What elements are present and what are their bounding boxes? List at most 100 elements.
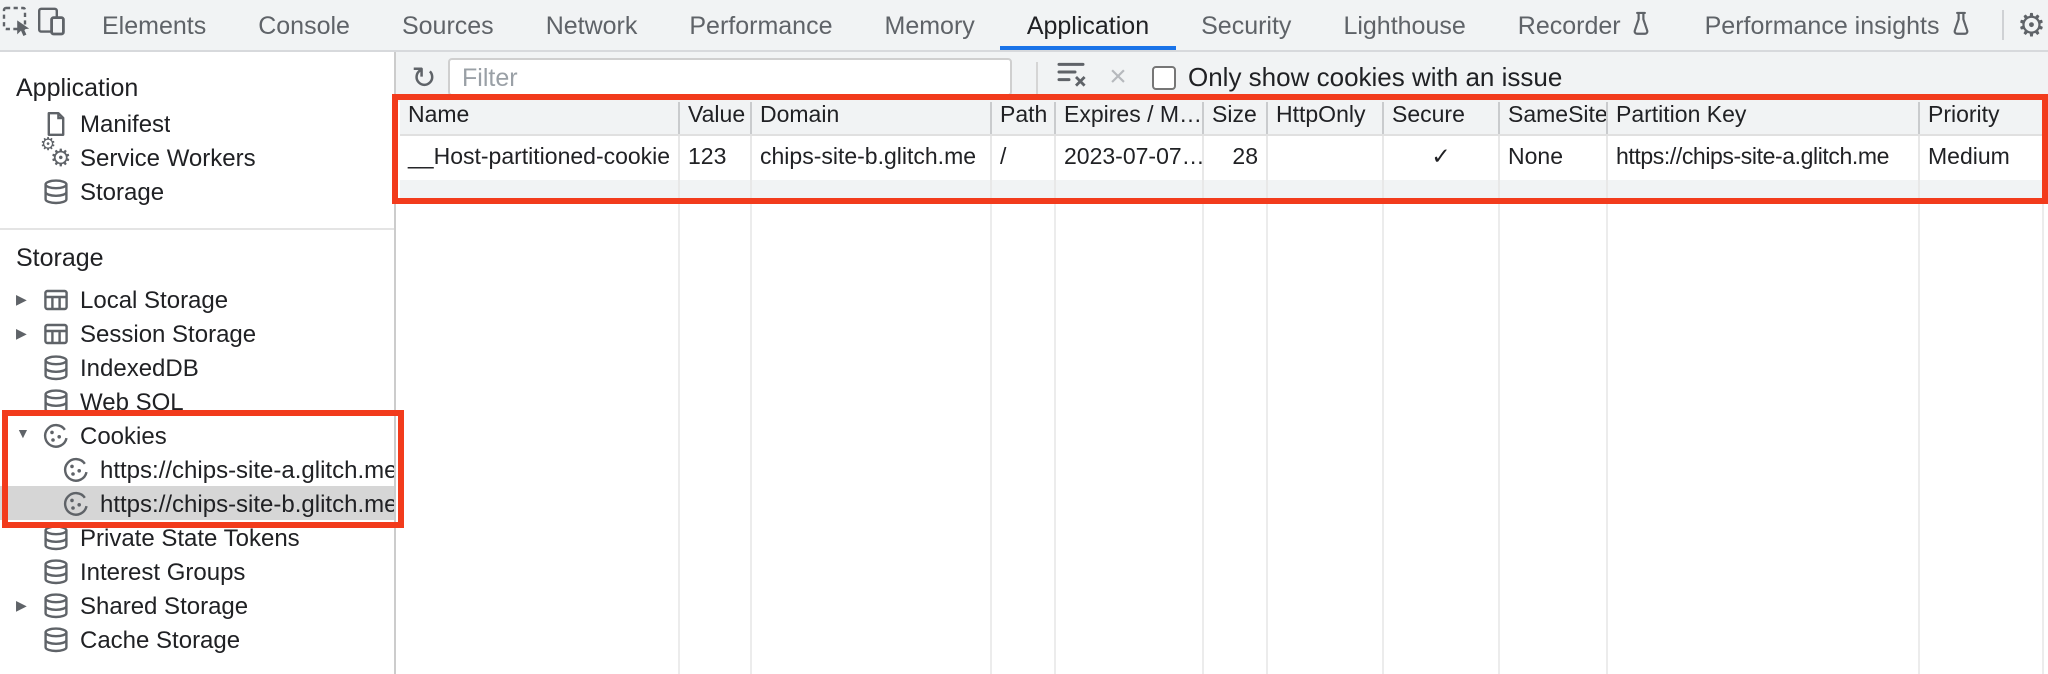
clear-filter-icon bbox=[1056, 57, 1088, 97]
tab-lighthouse[interactable]: Lighthouse bbox=[1317, 0, 1491, 50]
cell-value[interactable]: 123 bbox=[680, 136, 752, 180]
tab-elements[interactable]: Elements bbox=[76, 0, 232, 50]
sidebar-item-local-storage[interactable]: ▶ Local Storage bbox=[0, 282, 394, 316]
column-header-name[interactable]: Name bbox=[400, 102, 680, 134]
cell-secure-checkmark[interactable]: ✓ bbox=[1384, 136, 1500, 180]
empty-column bbox=[1500, 198, 1608, 674]
tab-recorder[interactable]: Recorder bbox=[1492, 0, 1679, 50]
empty-column bbox=[1608, 198, 1920, 674]
column-header-samesite[interactable]: SameSite bbox=[1500, 102, 1608, 134]
tab-memory[interactable]: Memory bbox=[859, 0, 1001, 50]
column-header-priority[interactable]: Priority bbox=[1920, 102, 2044, 134]
empty-column bbox=[1920, 198, 2044, 674]
inspect-cursor-icon bbox=[0, 3, 34, 47]
chevron-collapsed-icon[interactable]: ▶ bbox=[16, 293, 27, 307]
delete-cookie-button[interactable]: × bbox=[1102, 60, 1134, 94]
clear-filter-button[interactable] bbox=[1054, 57, 1090, 97]
cookies-toolbar: ↻ × Only show cookies with an issue bbox=[396, 52, 2048, 102]
gear-icon: ⚙ bbox=[2017, 6, 2046, 44]
empty-cell bbox=[1608, 180, 1920, 202]
sidebar-item-indexeddb[interactable]: IndexedDB bbox=[0, 350, 394, 384]
sidebar-item-label: Shared Storage bbox=[80, 591, 249, 619]
column-header-secure[interactable]: Secure bbox=[1384, 102, 1500, 134]
only-issues-checkbox[interactable] bbox=[1152, 65, 1176, 89]
column-header-size[interactable]: Size bbox=[1204, 102, 1268, 134]
column-header-httponly[interactable]: HttpOnly bbox=[1268, 102, 1384, 134]
inspect-element-button[interactable] bbox=[0, 0, 34, 50]
tab-performance[interactable]: Performance bbox=[663, 0, 858, 50]
tab-label: Recorder bbox=[1517, 11, 1621, 39]
sidebar-item-label: Web SQL bbox=[80, 387, 184, 415]
application-panel-sidebar: Application Manifest ⚙ ⚙ Service Workers… bbox=[0, 52, 396, 674]
tab-performance-insights[interactable]: Performance insights bbox=[1679, 0, 1998, 50]
empty-cell bbox=[400, 180, 680, 202]
sidebar-item-label: Cookies bbox=[80, 421, 167, 449]
sidebar-item-cookies[interactable]: ▼ Cookies bbox=[0, 418, 394, 452]
cookie-table-row[interactable]: __Host-partitioned-cookie 123 chips-site… bbox=[400, 136, 2044, 180]
tab-label: Sources bbox=[401, 11, 494, 39]
cell-domain[interactable]: chips-site-b.glitch.me bbox=[752, 136, 992, 180]
tab-label: Application bbox=[1026, 11, 1150, 39]
cell-priority[interactable]: Medium bbox=[1920, 136, 2044, 180]
column-header-expires[interactable]: Expires / M… bbox=[1056, 102, 1204, 134]
database-icon bbox=[40, 589, 72, 621]
filter-input[interactable] bbox=[448, 58, 1012, 96]
sidebar-item-interest-groups[interactable]: Interest Groups bbox=[0, 554, 394, 588]
tab-label: Performance bbox=[689, 11, 833, 39]
sidebar-item-storage[interactable]: Storage bbox=[0, 174, 394, 208]
tab-security[interactable]: Security bbox=[1175, 0, 1317, 50]
sidebar-section-divider bbox=[0, 228, 394, 230]
tab-label: Performance insights bbox=[1704, 11, 1940, 39]
experiment-flask-icon bbox=[1949, 9, 1971, 41]
cell-httponly[interactable] bbox=[1268, 136, 1384, 180]
sidebar-item-service-workers[interactable]: ⚙ ⚙ Service Workers bbox=[0, 135, 394, 174]
column-header-value[interactable]: Value bbox=[680, 102, 752, 134]
tab-label: Lighthouse bbox=[1343, 11, 1466, 39]
sidebar-item-shared-storage[interactable]: ▶ Shared Storage bbox=[0, 588, 394, 622]
empty-cell bbox=[1056, 180, 1204, 202]
sidebar-item-cache-storage[interactable]: Cache Storage bbox=[0, 622, 394, 656]
empty-column bbox=[1268, 198, 1384, 674]
toolbar-divider bbox=[2001, 10, 2004, 40]
cookie-table-empty-area bbox=[400, 198, 2044, 674]
toggle-device-toolbar-button[interactable] bbox=[34, 0, 68, 50]
cell-name[interactable]: __Host-partitioned-cookie bbox=[400, 136, 680, 180]
sidebar-item-private-state-tokens[interactable]: Private State Tokens bbox=[0, 520, 394, 554]
tab-console[interactable]: Console bbox=[232, 0, 376, 50]
column-header-path[interactable]: Path bbox=[992, 102, 1056, 134]
column-header-domain[interactable]: Domain bbox=[752, 102, 992, 134]
chevron-expanded-icon[interactable]: ▼ bbox=[16, 428, 30, 442]
cell-partition-key[interactable]: https://chips-site-a.glitch.me bbox=[1608, 136, 1920, 180]
service-workers-gears-icon: ⚙ ⚙ bbox=[40, 135, 72, 173]
database-icon bbox=[40, 175, 72, 207]
empty-column bbox=[992, 198, 1056, 674]
file-icon bbox=[40, 107, 72, 139]
tab-sources[interactable]: Sources bbox=[376, 0, 520, 50]
sidebar-item-manifest[interactable]: Manifest bbox=[0, 106, 394, 140]
cell-size[interactable]: 28 bbox=[1204, 136, 1268, 180]
settings-button[interactable]: ⚙ bbox=[2007, 0, 2048, 50]
sidebar-item-cookies-chips-site-a[interactable]: https://chips-site-a.glitch.me bbox=[0, 452, 394, 486]
database-icon bbox=[40, 521, 72, 553]
refresh-button[interactable]: ↻ bbox=[406, 59, 442, 95]
devtools-window-controls: ⚙ ⋮ × bbox=[1997, 0, 2048, 50]
cell-expires[interactable]: 2023-07-07… bbox=[1056, 136, 1204, 180]
sidebar-item-session-storage[interactable]: ▶ Session Storage bbox=[0, 316, 394, 350]
cookie-table: Name Value Domain Path Expires / M… Size… bbox=[400, 102, 2044, 202]
tab-network[interactable]: Network bbox=[520, 0, 664, 50]
sidebar-item-web-sql[interactable]: Web SQL bbox=[0, 384, 394, 418]
database-icon bbox=[40, 623, 72, 655]
tab-label: Console bbox=[258, 11, 350, 39]
empty-column bbox=[752, 198, 992, 674]
cell-path[interactable]: / bbox=[992, 136, 1056, 180]
cell-samesite[interactable]: None bbox=[1500, 136, 1608, 180]
chevron-collapsed-icon[interactable]: ▶ bbox=[16, 327, 27, 341]
sidebar-item-cookies-chips-site-b[interactable]: https://chips-site-b.glitch.me bbox=[0, 486, 394, 520]
column-header-partition-key[interactable]: Partition Key bbox=[1608, 102, 1920, 134]
device-toolbar-icon bbox=[34, 3, 68, 47]
sidebar-item-label: Cache Storage bbox=[80, 625, 241, 653]
tab-application[interactable]: Application bbox=[1001, 0, 1175, 50]
empty-column bbox=[400, 198, 680, 674]
chevron-collapsed-icon[interactable]: ▶ bbox=[16, 599, 27, 613]
